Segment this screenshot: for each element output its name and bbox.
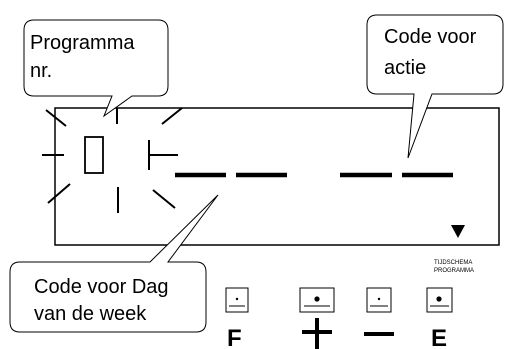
callout-code-actie-line-1: Code voor — [384, 26, 477, 48]
callout-code-actie-line-2: actie — [384, 57, 426, 79]
program-digit-blinking — [42, 107, 183, 213]
blink-ray-top-right — [161, 107, 183, 125]
program-digit — [84, 136, 104, 174]
plus-icon-vertical — [315, 318, 319, 349]
blink-ray-bottom-left — [47, 183, 71, 204]
button-f-dot — [235, 297, 239, 301]
button-plus-dot — [314, 296, 320, 302]
button-f-label: F — [227, 325, 242, 349]
callout-code-actie-bubble — [366, 14, 504, 159]
indicator-label-line-1: TIJDSCHEMA — [434, 260, 472, 266]
callout-code-dag-line-1: Code voor Dag — [34, 276, 169, 298]
button-e-dot — [436, 296, 442, 302]
button-minus-dot — [377, 297, 381, 301]
indicator-label-line-2: PROGRAMMA — [434, 268, 474, 274]
button-f[interactable]: F — [225, 287, 249, 349]
button-e[interactable]: E — [426, 287, 453, 349]
callout-code-dag-bubble — [9, 194, 219, 333]
button-plus[interactable] — [299, 287, 335, 349]
callout-code-dag-line-2: van de week — [34, 303, 147, 325]
callout-programma-nr-bubble — [23, 19, 169, 118]
blink-ray-bottom-right — [152, 189, 176, 209]
blink-ray-top-left — [45, 109, 67, 127]
indicator-triangle-icon — [451, 225, 465, 238]
callout-programma-nr-line-1: Programma — [30, 32, 135, 54]
lcd-display-frame — [54, 107, 500, 246]
callout-programma-nr-line-2: nr. — [30, 60, 52, 82]
button-e-label: E — [431, 325, 447, 349]
minus-icon — [364, 332, 394, 336]
button-plus-key[interactable] — [299, 287, 335, 313]
button-minus[interactable] — [364, 287, 394, 336]
